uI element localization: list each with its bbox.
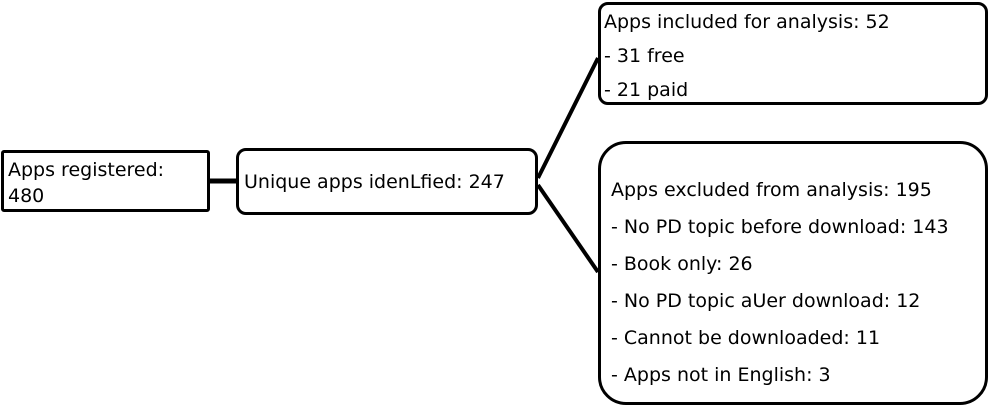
connector-unique-to-excluded bbox=[536, 183, 600, 274]
connector-unique-to-included bbox=[536, 57, 600, 179]
unique-apps-box: Unique apps idenLfied: 247 bbox=[236, 148, 538, 215]
included-item-free: - 31 free bbox=[604, 45, 685, 67]
apps-included-title: Apps included for analysis: 52 bbox=[604, 11, 890, 33]
excluded-item-cannot-download: - Cannot be downloaded: 11 bbox=[611, 327, 881, 349]
excluded-item-book-only: - Book only: 26 bbox=[611, 253, 753, 275]
excluded-item-not-english: - Apps not in English: 3 bbox=[611, 364, 831, 386]
apps-included-box: Apps included for analysis: 52 - 31 free… bbox=[598, 2, 988, 105]
apps-excluded-box: Apps excluded from analysis: 195 - No PD… bbox=[598, 141, 988, 405]
apps-registered-label: Apps registered: bbox=[8, 159, 165, 181]
included-item-paid: - 21 paid bbox=[604, 79, 689, 101]
unique-apps-label: Unique apps idenLfied: 247 bbox=[244, 170, 505, 193]
excluded-item-no-pd-after: - No PD topic aUer download: 12 bbox=[611, 290, 921, 312]
apps-registered-box: Apps registered: 480 bbox=[1, 150, 210, 212]
apps-registered-count: 480 bbox=[8, 185, 45, 207]
apps-excluded-title: Apps excluded from analysis: 195 bbox=[611, 179, 932, 201]
excluded-item-no-pd-before: - No PD topic before download: 143 bbox=[611, 216, 949, 238]
